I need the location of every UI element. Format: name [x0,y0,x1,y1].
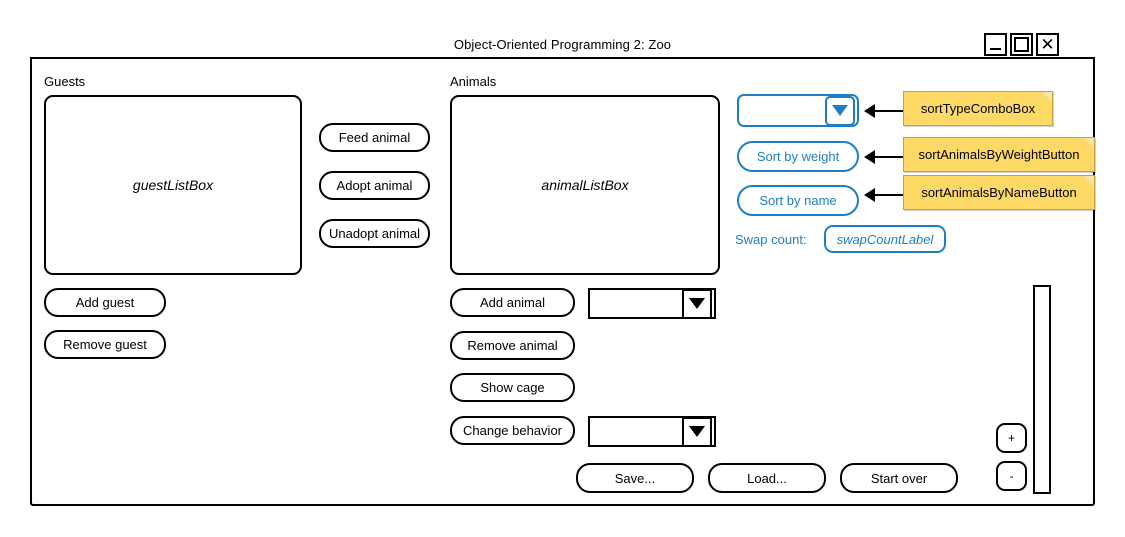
minimize-icon [990,47,1001,50]
add-animal-label: Add animal [479,295,546,310]
remove-animal-label: Remove animal [467,338,558,353]
swap-count-label: Swap count: [735,232,807,247]
chevron-down-icon [689,426,705,437]
remove-animal-button[interactable]: Remove animal [450,331,575,360]
add-guest-button[interactable]: Add guest [44,288,166,317]
unadopt-animal-button[interactable]: Unadopt animal [319,219,430,248]
change-behavior-button[interactable]: Change behavior [450,416,575,445]
load-label: Load... [747,470,787,486]
maximize-icon [1014,37,1029,52]
remove-guest-label: Remove guest [63,337,147,352]
note-fold-icon [1084,138,1094,148]
swap-count-value-field: swapCountLabel [824,225,946,253]
add-guest-label: Add guest [75,295,135,310]
sort-by-name-button[interactable]: Sort by name [737,185,859,216]
sort-by-name-label: Sort by name [759,193,837,208]
start-over-label: Start over [870,470,928,486]
behavior-combo-arrow-button[interactable] [682,416,712,447]
behavior-combo-box[interactable] [588,416,716,447]
feed-animal-label: Feed animal [338,130,411,145]
start-over-button[interactable]: Start over [840,463,958,493]
annotation-arrow-line-3 [875,194,905,196]
animals-section-label: Animals [450,74,497,89]
adopt-animal-button[interactable]: Adopt animal [319,171,430,200]
annotation-note-text: sortTypeComboBox [920,101,1036,116]
window-title: Object-Oriented Programming 2: Zoo [453,36,672,52]
feed-animal-button[interactable]: Feed animal [319,123,430,152]
zoom-out-label: - [1009,469,1014,483]
animal-list-box[interactable]: animalListBox [450,95,720,275]
guest-list-box-placeholder: guestListBox [132,177,214,193]
chevron-down-icon [689,298,705,309]
guests-section-label: Guests [44,74,86,89]
adopt-animal-label: Adopt animal [336,178,413,193]
vertical-slider-track[interactable] [1033,285,1051,494]
annotation-note-text: sortAnimalsByWeightButton [918,147,1080,162]
zoom-in-label: + [1007,431,1015,445]
show-cage-button[interactable]: Show cage [450,373,575,402]
note-fold-icon [1084,176,1094,186]
zoom-out-button[interactable]: - [996,461,1027,491]
minimize-button[interactable] [984,33,1007,56]
close-icon: ✕ [1040,35,1055,54]
sort-type-combo-box[interactable] [737,94,859,127]
swap-count-value: swapCountLabel [836,231,934,247]
animal-type-combo-box[interactable] [588,288,716,319]
zoom-in-button[interactable]: + [996,423,1027,453]
annotation-arrow-line-1 [875,110,905,112]
annotation-note-sort-by-name-button: sortAnimalsByNameButton [903,175,1095,210]
unadopt-animal-label: Unadopt animal [328,226,421,241]
animal-type-combo-arrow-button[interactable] [682,288,712,319]
sort-type-combo-arrow-button[interactable] [825,95,855,126]
close-button[interactable]: ✕ [1036,33,1059,56]
maximize-button[interactable] [1010,33,1033,56]
annotation-note-sort-type-combo-box: sortTypeComboBox [903,91,1053,126]
animal-list-box-placeholder: animalListBox [541,177,629,193]
annotation-note-sort-by-weight-button: sortAnimalsByWeightButton [903,137,1095,172]
note-fold-icon [1042,92,1052,102]
annotation-note-text: sortAnimalsByNameButton [921,185,1077,200]
sort-by-weight-label: Sort by weight [756,149,840,164]
add-animal-button[interactable]: Add animal [450,288,575,317]
save-label: Save... [614,470,656,486]
show-cage-label: Show cage [480,380,545,395]
guest-list-box[interactable]: guestListBox [44,95,302,275]
annotation-arrow-line-2 [875,156,905,158]
load-button[interactable]: Load... [708,463,826,493]
annotation-arrow-head-2 [864,150,875,164]
annotation-arrow-head-3 [864,188,875,202]
save-button[interactable]: Save... [576,463,694,493]
change-behavior-label: Change behavior [462,423,563,438]
annotation-arrow-head-1 [864,104,875,118]
sort-by-weight-button[interactable]: Sort by weight [737,141,859,172]
remove-guest-button[interactable]: Remove guest [44,330,166,359]
title-bar [30,29,1095,59]
chevron-down-icon [832,105,848,116]
